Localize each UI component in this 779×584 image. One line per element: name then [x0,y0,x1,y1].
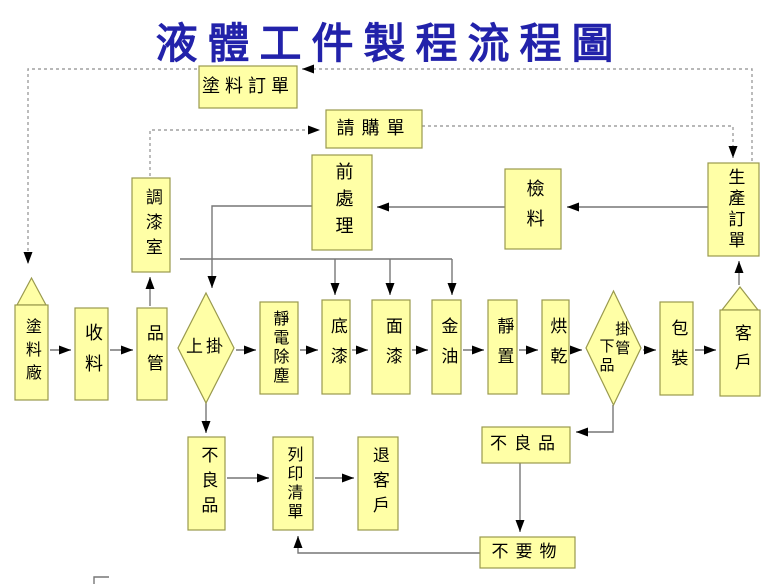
node-shape-packaging [659,301,694,396]
node-shape-paint-order [198,65,298,109]
node-shape-quality-control [136,307,168,401]
edge-stray-mark [93,576,109,584]
node-shape-clear-coat [431,299,462,395]
node-shape-defective-products-2 [481,426,571,464]
node-shape-electrostatic-dust-removal [259,301,299,395]
node-shape-paint-mixing-room [131,177,171,273]
edge-pretreatment-to-hang-up [207,205,312,288]
node-shape-return-to-customer [357,436,399,531]
node-shape-paint-factory-roof [15,276,48,306]
node-shape-pretreatment [311,154,373,251]
node-shape-settling [487,299,518,395]
diagram-title: 液體工件製程流程圖 [155,19,624,68]
edge-unwanted-to-print-list [293,536,480,554]
node-shape-customer-roof [720,286,760,311]
node-shape-receive-material [74,307,109,401]
node-shape-top-coat [371,299,411,395]
node-shape-purchase-request [325,109,423,149]
edge-purchase-to-production-order [422,125,738,158]
node-shape-defective-products [187,436,226,531]
node-shape-print-list [272,436,314,531]
edge-paint-order-to-factory [23,68,197,264]
node-shape-material-inspection [504,168,562,250]
node-shape-hang-up [177,291,235,405]
node-shape-unhang-qc [585,289,642,407]
node-shape-customer [719,309,761,397]
node-shape-drying [541,299,570,395]
edge-mixing-room-to-purchase [149,125,320,176]
node-shape-primer-coat [321,299,351,395]
edge-production-order-to-paint-order [302,64,753,161]
node-shape-production-order [707,162,760,257]
node-shape-paint-factory [14,304,49,401]
node-shape-unwanted-items [479,536,576,569]
edge-unhang-qc-to-defective-2 [576,405,614,437]
